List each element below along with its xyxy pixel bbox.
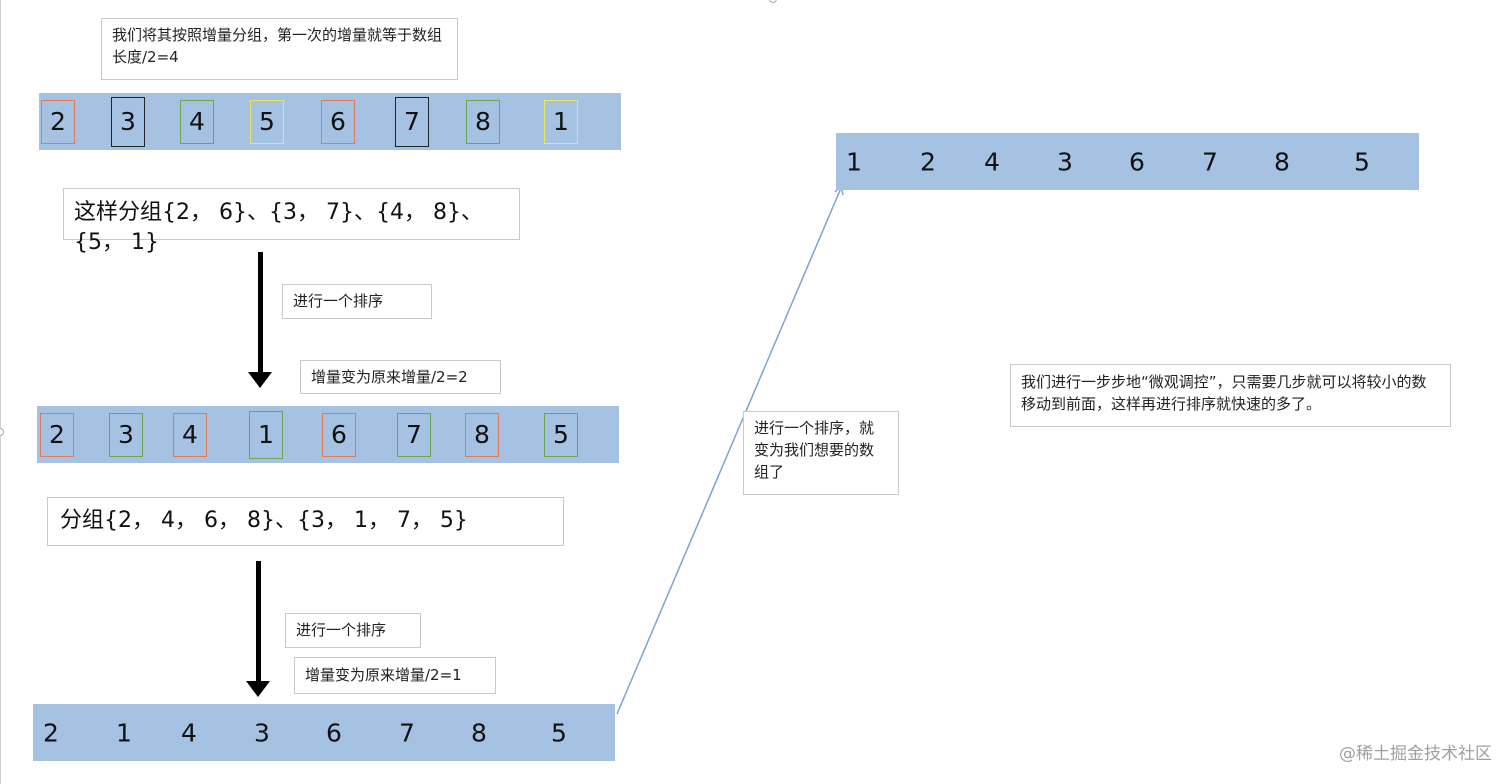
- down-arrow-1-head: [248, 372, 272, 388]
- array-cell: 3: [109, 412, 143, 457]
- down-arrow-1: [258, 252, 263, 374]
- array-cell: 6: [321, 99, 355, 144]
- array-row-gap2-sorted: 2 1 4 3 6 7 8 5: [33, 704, 615, 761]
- array-cell: 7: [397, 412, 431, 457]
- sort-note-1: 进行一个排序: [282, 284, 432, 319]
- down-arrow-2-head: [246, 681, 270, 697]
- array-cell: 2: [41, 99, 75, 144]
- array-cell: 8: [1274, 147, 1290, 176]
- final-sort-note: 进行一个排序，就变为我们想要的数组了: [743, 411, 899, 495]
- array-row-gap4-sorted: 2 3 4 1 6 7 8 5: [37, 406, 619, 463]
- array-cell: 4: [181, 718, 197, 747]
- array-cell: 7: [1202, 147, 1218, 176]
- array-cell: 3: [254, 718, 270, 747]
- array-cell: 1: [249, 410, 283, 459]
- gap-text-1: 增量变为原来增量/2=1: [305, 666, 462, 684]
- intro-note: 我们将其按照增量分组，第一次的增量就等于数组长度/2=4: [101, 18, 458, 80]
- sort-note-2: 进行一个排序: [285, 613, 421, 648]
- array-cell: 4: [180, 99, 214, 144]
- array-cell: 5: [544, 412, 578, 457]
- array-cell: 8: [471, 718, 487, 747]
- groups-note-2: 分组{2， 4， 6， 8}、{3， 1， 7， 5}: [47, 497, 564, 546]
- array-cell: 3: [111, 96, 145, 147]
- array-cell: 8: [465, 412, 499, 457]
- array-cell: 6: [326, 718, 342, 747]
- array-cell: 6: [1129, 147, 1145, 176]
- conclusion-note: 我们进行一步步地“微观调控”，只需要几步就可以将较小的数移动到前面，这样再进行排…: [1010, 364, 1451, 427]
- array-row-initial: 2 3 4 5 6 7 8 1: [39, 93, 621, 150]
- groups-text-2: 分组{2， 4， 6， 8}、{3， 1， 7， 5}: [60, 508, 468, 533]
- conclusion-text: 我们进行一步步地“微观调控”，只需要几步就可以将较小的数移动到前面，这样再进行排…: [1021, 373, 1427, 413]
- groups-note-1: 这样分组{2， 6}、{3， 7}、{4， 8}、{5， 1}: [63, 188, 520, 255]
- array-cell: 2: [920, 147, 936, 176]
- left-frame-line: [0, 0, 1, 784]
- down-arrow-2: [256, 561, 261, 683]
- gap-note-2: 增量变为原来增量/2=2: [300, 360, 501, 394]
- gap-note-1: 增量变为原来增量/2=1: [294, 657, 496, 694]
- array-cell: 1: [846, 147, 862, 176]
- array-cell: 8: [466, 99, 500, 144]
- groups-text-1: 这样分组{2， 6}、{3， 7}、{4， 8}、{5， 1}: [74, 200, 483, 255]
- array-cell: 4: [984, 147, 1000, 176]
- array-cell: 5: [1354, 147, 1370, 176]
- array-cell: 5: [551, 718, 567, 747]
- sort-text-1: 进行一个排序: [293, 292, 384, 310]
- array-cell: 3: [1057, 147, 1073, 176]
- array-cell: 2: [40, 412, 74, 457]
- array-row-result: 1 2 4 3 6 7 8 5: [836, 133, 1419, 190]
- watermark: @稀土掘金技术社区: [1339, 744, 1492, 764]
- array-cell: 6: [322, 412, 356, 457]
- array-cell: 2: [43, 718, 59, 747]
- array-cell: 7: [399, 718, 415, 747]
- array-cell: 4: [173, 412, 207, 457]
- gap-text-2: 增量变为原来增量/2=2: [311, 368, 468, 386]
- final-sort-text: 进行一个排序，就变为我们想要的数组了: [754, 419, 875, 481]
- array-cell: 5: [250, 99, 284, 144]
- array-cell: 7: [395, 96, 429, 147]
- array-cell: 1: [116, 718, 132, 747]
- sort-text-2: 进行一个排序: [296, 621, 387, 639]
- array-cell: 1: [544, 99, 578, 144]
- intro-text: 我们将其按照增量分组，第一次的增量就等于数组长度/2=4: [112, 26, 443, 66]
